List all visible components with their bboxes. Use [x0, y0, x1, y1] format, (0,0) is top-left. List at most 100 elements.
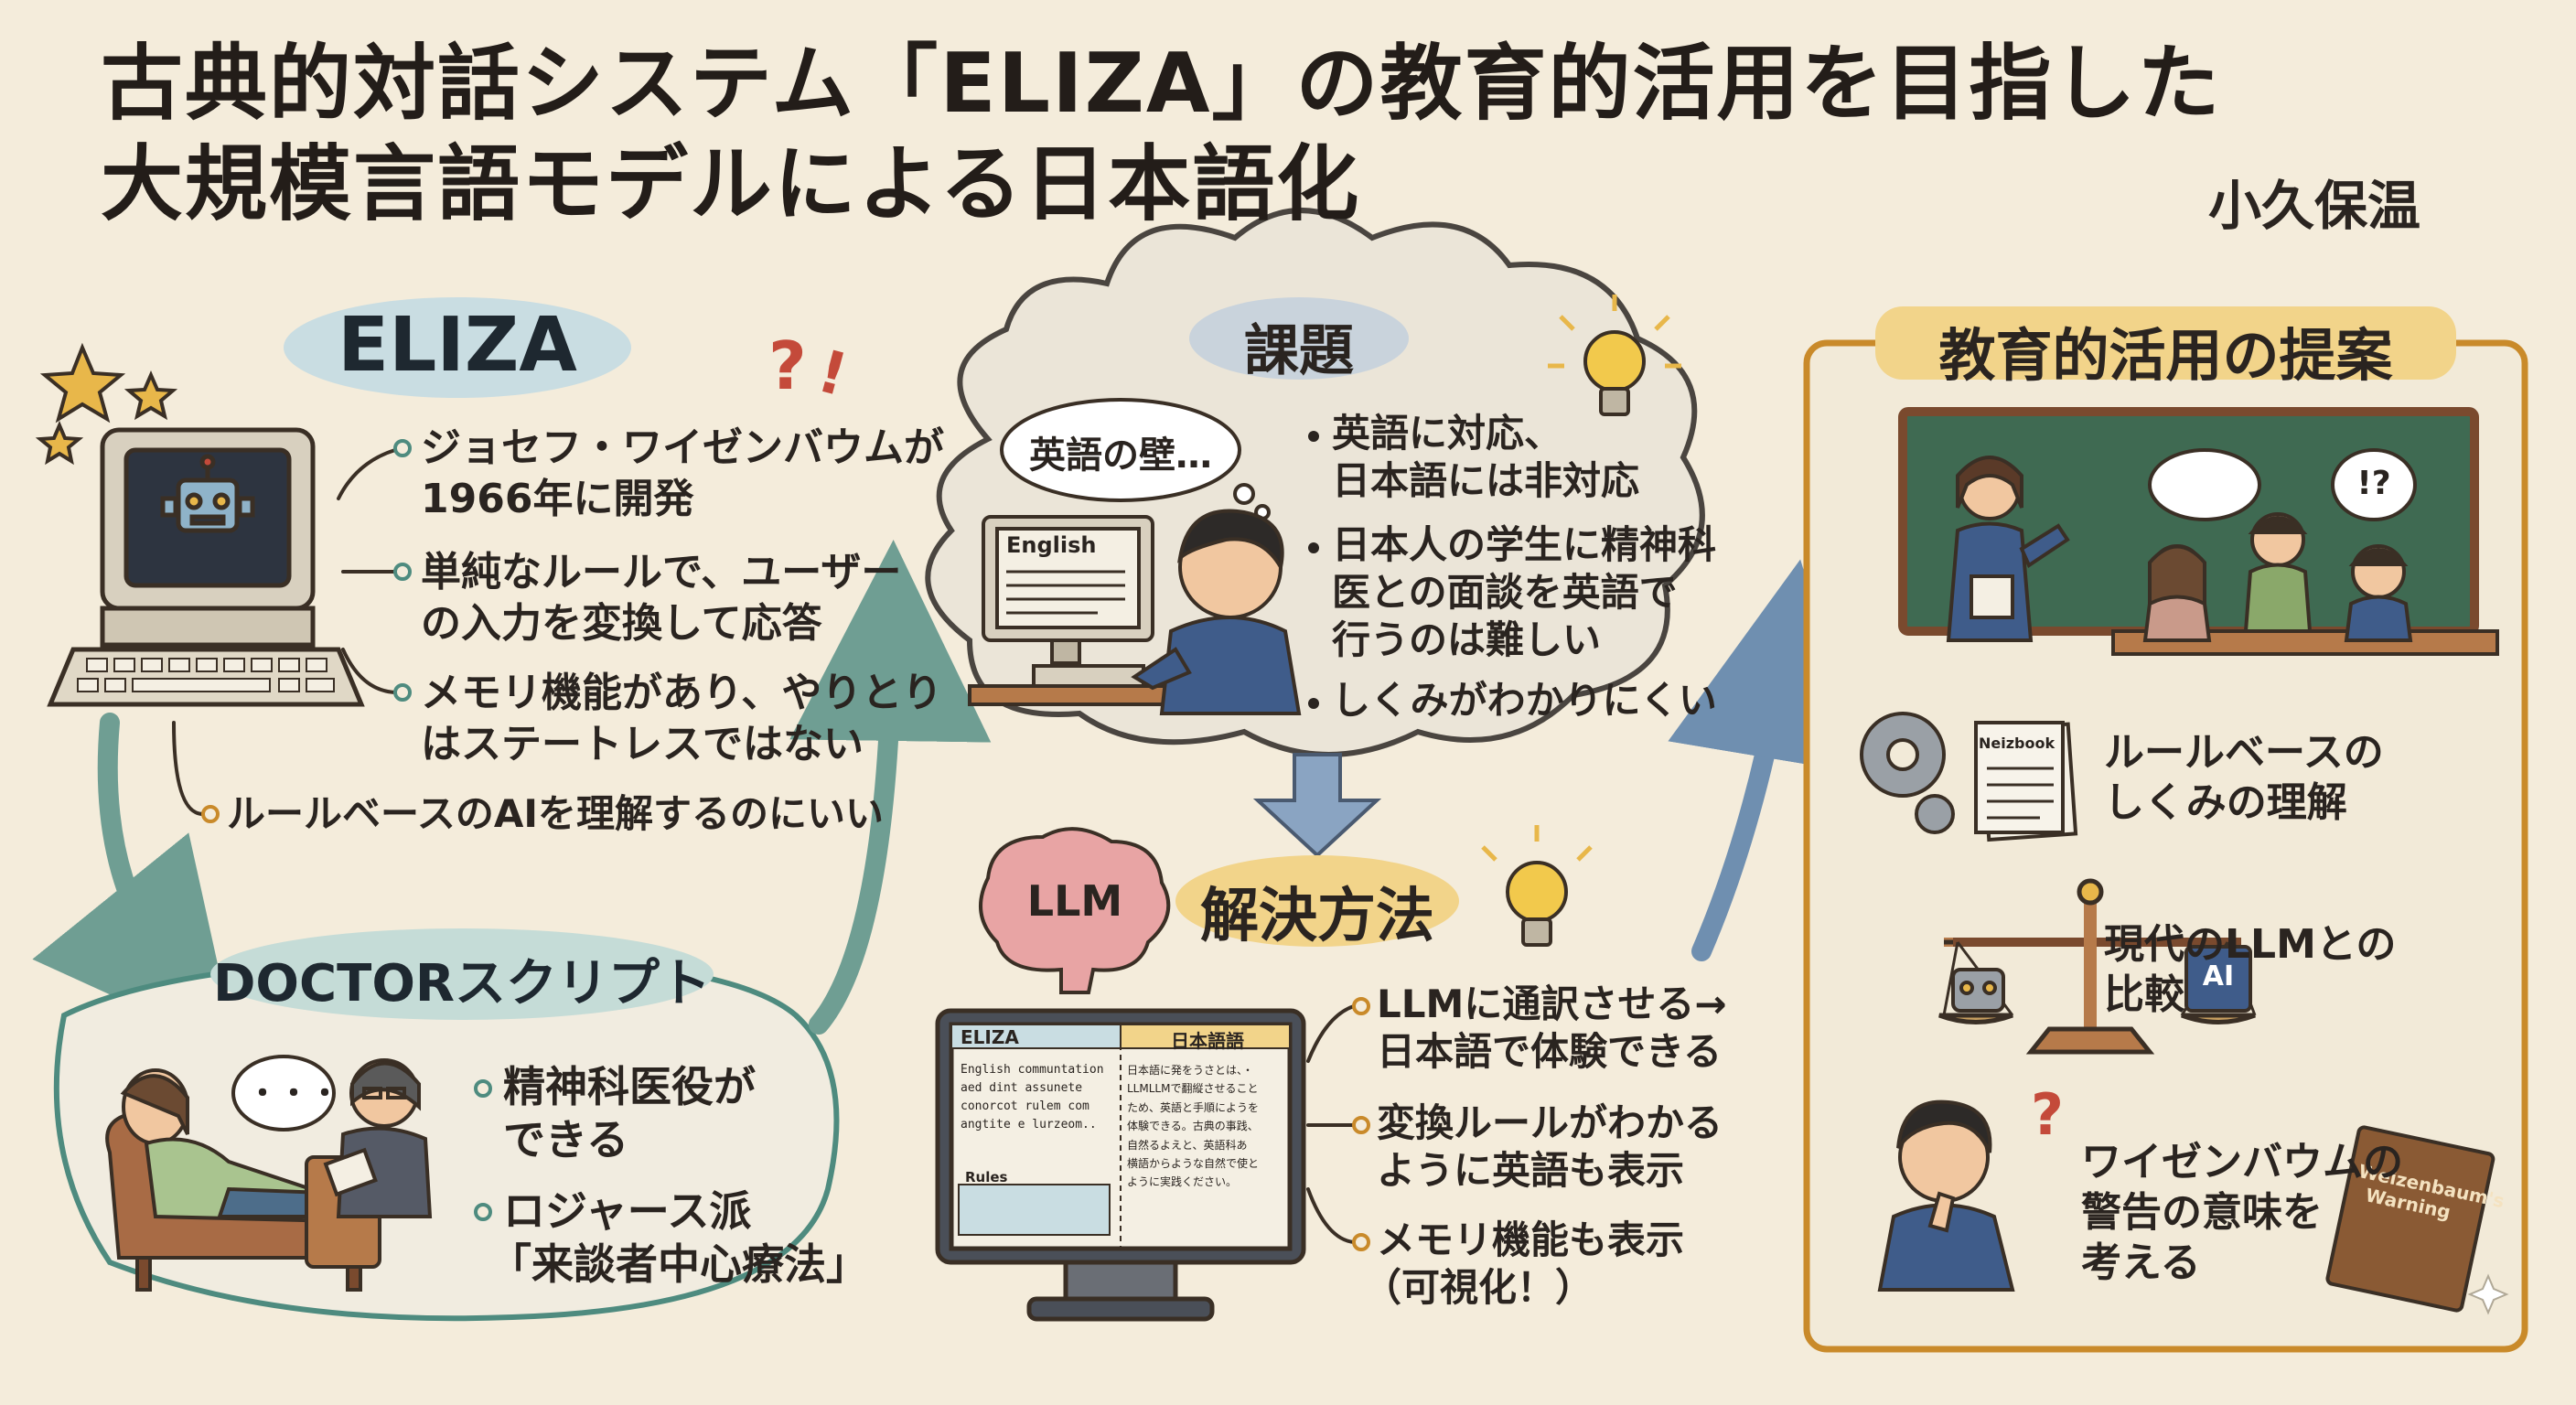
problem-bullet-2a-text: 日本人の学生に精神科: [1332, 522, 1717, 567]
doctor-heading-bg: [210, 928, 714, 1020]
solution-bullet-3a: メモリ機能も表示: [1377, 1217, 1685, 1262]
retro-computer-icon: [47, 427, 365, 707]
problem-bullet-2b: 医との面談を英語で: [1332, 570, 1678, 615]
solution-bullet-2a: 変換ルールがわかる: [1377, 1100, 1723, 1145]
solution-bullet-3b: （可視化！）: [1363, 1265, 1594, 1310]
solution-heading: 解決方法: [1200, 883, 1434, 950]
monitor-right-line: 横語からような自然で使と: [1127, 1156, 1260, 1170]
question-bubble-icon: [2331, 448, 2417, 521]
monitor-right-line: LLMLLMで翻縦させること: [1127, 1082, 1259, 1096]
proposal-item-2a: 現代のLLMとの: [2104, 921, 2397, 968]
problem-screen-label: English: [1006, 532, 1097, 558]
monitor-left-line: English communtation: [961, 1063, 1104, 1077]
solution-bullet-1a: LLMに通訳させる→: [1377, 981, 1727, 1026]
speech-bubble-icon: [231, 1055, 336, 1132]
proposal-item-1a: ルールベースの: [2104, 729, 2384, 776]
balance-scale-icon: [1938, 878, 2257, 1055]
sparkle-icon: [2467, 1273, 2509, 1315]
monitor-left-line: angtite e lurzeom..: [961, 1118, 1097, 1132]
doctor-bullet-2a: ロジャース派: [503, 1186, 752, 1236]
ai-chip-icon: [2184, 945, 2252, 1013]
eliza-bullet-4: ルールベースのAIを理解するのにいい: [227, 791, 885, 836]
monitor-right-line: ため、英語と手順にようを: [1127, 1100, 1260, 1114]
bullet-dot: [1308, 430, 1319, 442]
problem-bullet-3: しくみがわかりにくい: [1308, 677, 1717, 725]
warning-book-icon: [2325, 1125, 2496, 1313]
arrow-eliza-to-doctor: [32, 713, 238, 1053]
svg-text:!: !: [810, 338, 853, 410]
solution-bullet-1b: 日本語で体験できる: [1377, 1029, 1723, 1074]
problem-bullet-2c: 行うのは難しい: [1332, 617, 1602, 662]
notebook-icon: [1974, 721, 2078, 842]
student-computer-icon: [968, 509, 1302, 715]
doctor-bubble-text: ・・・: [247, 1076, 340, 1112]
arrow-problem-to-solution: [1252, 753, 1382, 858]
monitor-left-text: English communtation aed dint assunete c…: [961, 1061, 1104, 1135]
proposal-item-2b: 比較: [2104, 971, 2184, 1018]
problem-heading-bg: [1189, 297, 1409, 380]
eliza-bullet-3a: メモリ機能があり、やりとり: [421, 670, 943, 716]
monitor-right-line: 日本語に発をうさとは、・: [1127, 1064, 1254, 1077]
eliza-bullet-2b: の入力を変換して応答: [421, 600, 822, 647]
proposal-item-3c: 考える: [2081, 1239, 2201, 1286]
speech-bubble-icon: [2148, 448, 2261, 521]
notebook-label: Neizbook: [1979, 735, 2055, 752]
bullet-dot: [1308, 697, 1319, 709]
eliza-heading: ELIZA: [338, 302, 577, 389]
monitor-right-line: 体験できる。古典の事践、: [1127, 1120, 1259, 1133]
problem-heading: 課題: [1244, 319, 1354, 383]
doctor-bullet-2b: 「来談者中心療法」: [489, 1239, 868, 1289]
thinking-person-icon: [1877, 1099, 2015, 1292]
proposal-heading: 教育的活用の提案: [1938, 322, 2393, 389]
therapy-scene-icon: [105, 1058, 433, 1292]
lightbulb-icon: [1548, 295, 1681, 416]
doctor-bullet-1b: できる: [503, 1115, 629, 1164]
problem-bubble-text: 英語の壁…: [1029, 434, 1212, 477]
solution-bullet-2b: ように英語も表示: [1377, 1148, 1685, 1193]
arrow-doctor-to-problem: [789, 540, 992, 1035]
proposal-question-bubble: !?: [2356, 465, 2391, 502]
eliza-bullet-1b: 1966年に開発: [421, 476, 694, 522]
problem-bullet-1b: 日本語には非対応: [1332, 458, 1640, 503]
svg-text:?: ?: [768, 327, 807, 404]
thought-bubble-icon: [1000, 398, 1271, 520]
solution-monitor-icon: [935, 1008, 1306, 1322]
bullet-markers: [393, 439, 412, 702]
monitor-right-line: 自然るよえと、英語科あ: [1127, 1138, 1248, 1152]
question-mark-icon: ?: [2031, 1081, 2064, 1148]
monitor-left-line: aed dint assunete: [961, 1081, 1083, 1096]
arrow-solution-to-proposal: [1668, 559, 1867, 961]
problem-bullet-1a: 英語に対応、: [1308, 410, 1562, 458]
monitor-rules-label: Rules: [965, 1169, 1008, 1185]
proposal-item-3a: ワイゼンバウムの: [2081, 1139, 2403, 1185]
question-exclaim-icon: ? !: [768, 327, 854, 410]
lightbulb-icon: [1481, 825, 1593, 947]
proposal-item-3b: 警告の意味を: [2081, 1189, 2323, 1236]
author-name: 小久保温: [2207, 175, 2420, 237]
brain-label: LLM: [1026, 876, 1123, 926]
classroom-icon: [1898, 407, 2499, 656]
title-line2: 大規模言語モデルによる日本語化: [101, 136, 1361, 232]
eliza-bullet-3b: はステートレスではない: [421, 721, 864, 767]
gear-icon: [1860, 712, 1955, 834]
problem-bullet-3-text: しくみがわかりにくい: [1332, 678, 1717, 723]
ai-chip-label: AI: [2202, 960, 2235, 992]
proposal-item-1b: しくみの理解: [2104, 779, 2347, 826]
monitor-left-line: conorcot rulem com: [961, 1099, 1089, 1114]
eliza-bullet-1a: ジョセフ・ワイゼンバウムが: [421, 424, 944, 471]
robot-icon: [1951, 968, 2005, 1013]
brain-icon: [979, 827, 1171, 994]
proposal-heading-bg: [1875, 306, 2456, 380]
title-line1: 古典的対話システム「ELIZA」の教育的活用を目指した: [101, 36, 2222, 132]
eliza-bullet-2a: 単純なルールで、ユーザー: [421, 549, 902, 595]
solution-heading-bg: [1175, 855, 1459, 947]
doctor-bullet-1a: 精神科医役が: [503, 1062, 756, 1111]
bullet-dot: [1308, 542, 1319, 553]
problem-bullet-1a-text: 英語に対応、: [1332, 411, 1563, 456]
problem-bullet-2a: 日本人の学生に精神科: [1308, 521, 1716, 570]
eliza-heading-bg: [284, 297, 631, 398]
monitor-right-line: ように実践ください。: [1127, 1175, 1238, 1189]
monitor-left-tab: ELIZA: [961, 1026, 1019, 1048]
doctor-heading: DOCTORスクリプト: [212, 954, 712, 1014]
